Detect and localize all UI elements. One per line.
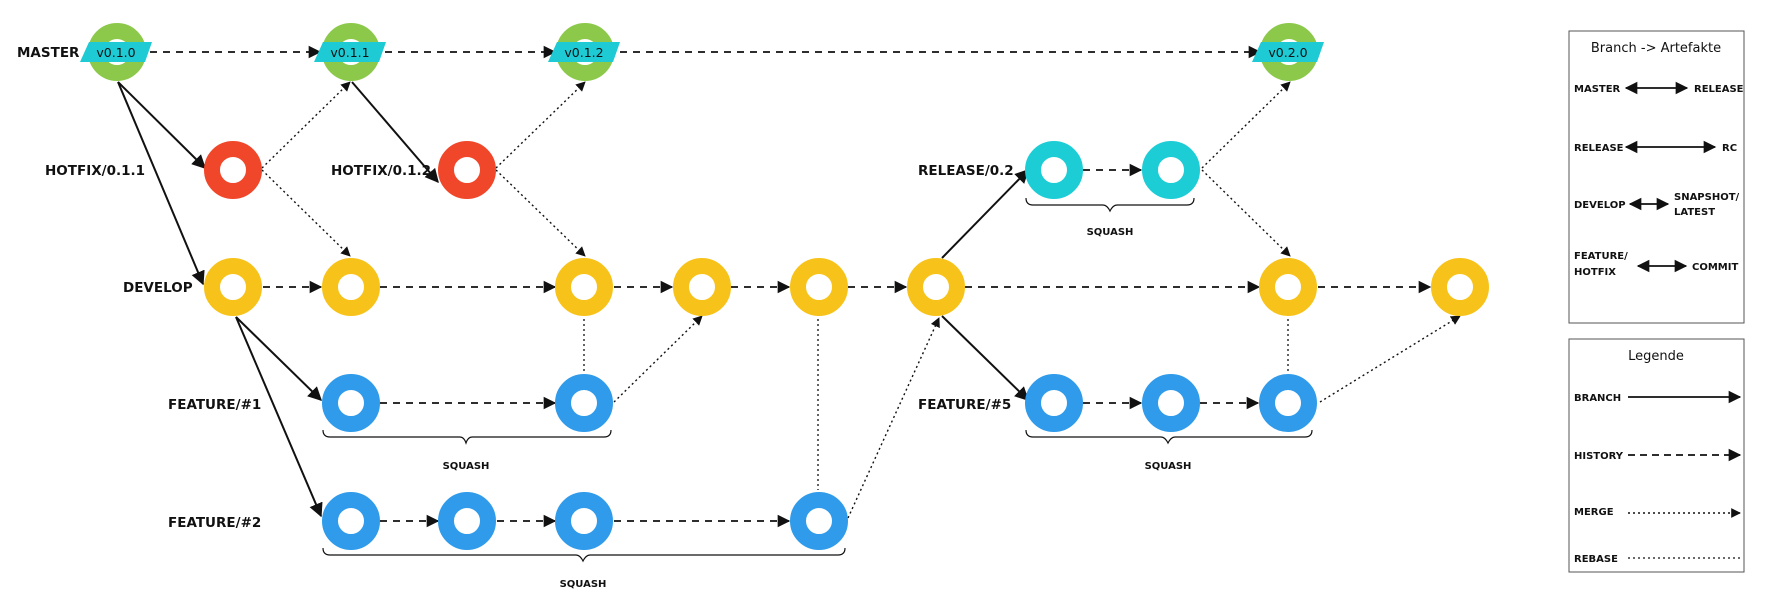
artefakte-left: RELEASE — [1574, 143, 1624, 154]
legend-item-merge: MERGE — [1574, 507, 1614, 518]
version-tag — [80, 42, 152, 62]
branch-edge — [117, 81, 205, 286]
feature-commit — [790, 492, 848, 550]
hotfix-commit — [438, 141, 496, 199]
artefakte-right: LATEST — [1674, 207, 1715, 218]
branch-edge — [117, 81, 206, 169]
legend-item-rebase: REBASE — [1574, 554, 1618, 565]
squash-brace — [1025, 429, 1313, 445]
branch-edge — [351, 81, 439, 184]
branch-label-hotfix: HOTFIX/0.1.2 — [331, 163, 431, 179]
feature-commit — [1259, 374, 1317, 432]
artefakte-right: RELEASE — [1694, 84, 1744, 95]
squash-label: SQUASH — [560, 579, 607, 590]
artefakte-panel — [1568, 30, 1745, 324]
squash-brace — [322, 547, 846, 563]
branch-edge — [235, 316, 323, 401]
feature-commit — [322, 374, 380, 432]
develop-commit — [673, 258, 731, 316]
feature-commit — [555, 492, 613, 550]
version-tag — [548, 42, 620, 62]
artefakte-left: HOTFIX — [1574, 267, 1616, 278]
legend-item-branch: BRANCH — [1574, 393, 1621, 404]
branch-edge — [941, 315, 1030, 401]
artefakte-title: Branch -> Artefakte — [1591, 41, 1721, 56]
artefakte-left: DEVELOP — [1574, 200, 1626, 211]
merge-edge — [1319, 315, 1461, 403]
develop-commit — [907, 258, 965, 316]
release-commit — [1025, 141, 1083, 199]
merge-edge — [261, 81, 351, 169]
squash-label: SQUASH — [1087, 227, 1134, 238]
develop-commit — [555, 258, 613, 316]
squash-brace — [1025, 197, 1195, 213]
version-tag-label: v0.1.1 — [330, 45, 369, 60]
merge-edge — [1201, 169, 1291, 257]
develop-commit — [1431, 258, 1489, 316]
artefakte-right: RC — [1722, 143, 1737, 154]
branch-label-master: MASTER — [17, 45, 80, 61]
merge-edge — [495, 169, 586, 257]
merge-edge — [847, 317, 940, 519]
artefakte-right: SNAPSHOT/ — [1674, 192, 1740, 203]
develop-commit — [322, 258, 380, 316]
artefakte-right: COMMIT — [1692, 262, 1738, 273]
feature-commit — [438, 492, 496, 550]
branch-label-release: RELEASE/0.2 — [918, 163, 1014, 179]
branch-label-hotfix: HOTFIX/0.1.1 — [45, 163, 145, 179]
squash-label: SQUASH — [1145, 461, 1192, 472]
version-tag-label: v0.1.2 — [564, 45, 603, 60]
branch-label-feature: FEATURE/#2 — [168, 515, 261, 531]
artefakte-left: MASTER — [1574, 84, 1621, 95]
branch-label-feature: FEATURE/#5 — [918, 397, 1011, 413]
version-tag-label: v0.2.0 — [1268, 45, 1307, 60]
squash-brace — [322, 429, 612, 445]
develop-commit — [204, 258, 262, 316]
legend-title: Legende — [1628, 349, 1684, 364]
branch-label-develop: DEVELOP — [123, 280, 193, 296]
branch-edge — [235, 316, 323, 518]
artefakte-left: FEATURE/ — [1574, 251, 1628, 262]
branch-label-feature: FEATURE/#1 — [168, 397, 261, 413]
merge-edge — [613, 315, 703, 403]
merge-edge — [261, 169, 351, 257]
version-tag-label: v0.1.0 — [96, 45, 135, 60]
develop-commit — [790, 258, 848, 316]
version-tag — [314, 42, 386, 62]
feature-commit — [1025, 374, 1083, 432]
feature-commit — [555, 374, 613, 432]
hotfix-commit — [204, 141, 262, 199]
develop-commit — [1259, 258, 1317, 316]
merge-edge — [1201, 81, 1291, 169]
feature-commit — [1142, 374, 1200, 432]
legend-item-history: HISTORY — [1574, 451, 1624, 462]
feature-commit — [322, 492, 380, 550]
release-commit — [1142, 141, 1200, 199]
squash-label: SQUASH — [443, 461, 490, 472]
merge-edge — [495, 81, 586, 169]
version-tag — [1252, 42, 1324, 62]
branch-edge — [941, 168, 1029, 259]
